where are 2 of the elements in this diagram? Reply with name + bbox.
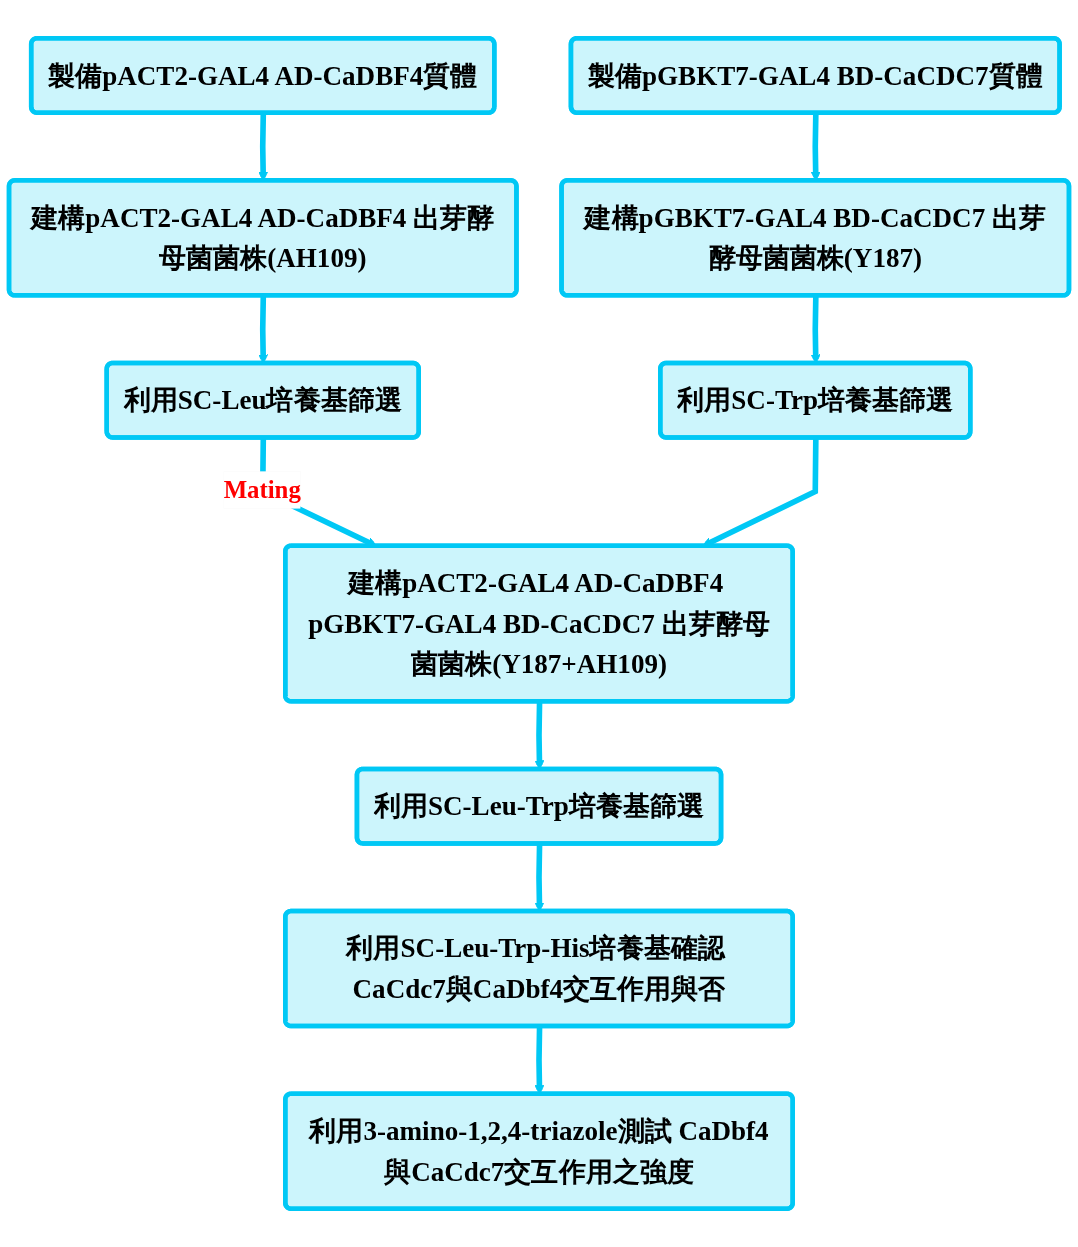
arrow xyxy=(534,701,545,770)
edge-label: Mating xyxy=(223,475,301,504)
